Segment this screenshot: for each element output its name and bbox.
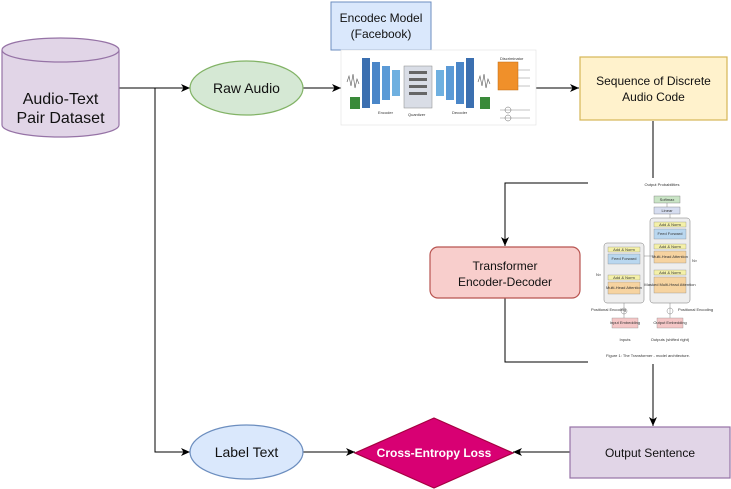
discrete-code-box (579, 56, 728, 121)
transformer-node[interactable]: Transformer Encoder-Decoder (429, 246, 581, 299)
quantizer-bar-3 (409, 85, 427, 88)
dataset-node[interactable]: Audio-Text Pair Dataset (1, 37, 120, 138)
encodec-output-block (480, 97, 490, 109)
discrete-code-line2: Audio Code (622, 90, 685, 104)
encoder-block-3 (382, 66, 390, 100)
discriminator-block (497, 61, 519, 91)
transformer-label-line2: Encoder-Decoder (458, 275, 552, 289)
tf-enc-addnorm-2-label: Add & Norm (613, 275, 635, 280)
tf-enc-addnorm-1 (607, 246, 641, 253)
dataset-label-line1: Audio-Text (23, 91, 99, 108)
decoder-block-2 (446, 66, 454, 100)
connectors (119, 84, 657, 456)
encoder-block-4 (392, 70, 400, 96)
raw-audio-node[interactable]: Raw Audio (189, 60, 304, 116)
edge-code-to-transformer (501, 121, 654, 246)
transformer-figure: Output Probabilities Softmax Linear Add … (588, 178, 713, 364)
tf-enc-mha (607, 281, 641, 295)
tf-dec-mha (653, 250, 687, 264)
encodec-title-line2: (Facebook) (351, 27, 412, 41)
tf-dec-ff (653, 228, 687, 240)
tf-output-probabilities: Output Probabilities (645, 182, 680, 187)
tf-dec-positional-encoding: Positional Encoding (678, 307, 713, 312)
tf-input-embedding-label: Input Embedding (610, 320, 640, 325)
tf-dec-addnorm-3-label: Add & Norm (659, 270, 681, 275)
tf-dec-addnorm-1 (653, 221, 687, 228)
encodec-loss-node-1 (504, 106, 512, 114)
label-text-shape (189, 424, 304, 480)
quantizer-bar-1 (409, 71, 427, 74)
dataset-cylinder-body (1, 50, 120, 138)
loss-node[interactable]: Cross-Entropy Loss (353, 417, 515, 489)
tf-enc-positional-encoding: Positional Encoding (591, 307, 626, 312)
encodec-title-line1: Encodec Model (340, 11, 423, 25)
dataset-cylinder-top (1, 37, 120, 63)
tf-internal-wiring (623, 203, 671, 318)
tf-decoder-nx: N× (692, 258, 698, 263)
tf-enc-mha-label: Multi-Head Attention (606, 285, 642, 290)
tf-figure-caption: Figure 1: The Transformer - model archit… (606, 353, 690, 358)
encoder-block-2 (372, 62, 380, 104)
tf-output-embedding-label: Output Embedding (653, 320, 686, 325)
encodec-input-block (350, 97, 360, 109)
decoder-block-4 (466, 58, 474, 108)
tf-enc-ff-label: Feed Forward (612, 256, 637, 261)
tf-linear-label: Linear (661, 208, 673, 213)
encodec-figure: Encoder Quantizer Decoder Discriminator (340, 49, 537, 126)
tf-dec-addnorm-2 (653, 243, 687, 250)
tf-dec-ff-label: Feed Forward (658, 231, 683, 236)
tf-inputs-label: Inputs (620, 337, 631, 342)
label-text-label: Label Text (215, 444, 279, 460)
tf-dec-addnorm-1-label: Add & Norm (659, 222, 681, 227)
encodec-loss-node-2 (504, 114, 512, 122)
quantizer-bar-2 (409, 78, 427, 81)
tf-dec-masked-mha-label: Masked Multi-Head Attention (644, 282, 695, 287)
tf-outputs-label: Outputs (shifted right) (651, 337, 690, 342)
tf-dec-mha-label: Multi-Head Attention (652, 254, 688, 259)
loss-label: Cross-Entropy Loss (377, 446, 492, 460)
raw-audio-label: Raw Audio (213, 80, 280, 96)
transformer-label-line1: Transformer (473, 259, 538, 273)
tf-enc-addnorm-2 (607, 274, 641, 281)
edge-dataset-to-label-text (154, 88, 190, 456)
tf-encoder-nx: N× (596, 272, 602, 277)
tf-enc-ff (607, 253, 641, 265)
output-sentence-label: Output Sentence (605, 446, 695, 460)
tf-softmax-label: Softmax (660, 197, 675, 202)
decoder-block-3 (456, 62, 464, 104)
label-text-node[interactable]: Label Text (189, 424, 304, 480)
output-sentence-box (569, 426, 731, 479)
raw-audio-shape (189, 60, 304, 116)
tf-dec-addnorm-3 (653, 269, 687, 276)
discrete-code-line1: Sequence of Discrete (596, 74, 711, 88)
encodec-title-node[interactable]: Encodec Model (Facebook) (330, 1, 432, 51)
output-sentence-node[interactable]: Output Sentence (569, 426, 731, 479)
discrete-code-node[interactable]: Sequence of Discrete Audio Code (579, 56, 728, 121)
edge-transformer-to-output (504, 298, 657, 426)
encoder-block-1 (362, 58, 370, 108)
loss-diamond (353, 417, 515, 489)
tf-dec-addnorm-2-label: Add & Norm (659, 244, 681, 249)
tf-dec-masked-mha (653, 276, 687, 294)
quantizer-bar-4 (409, 92, 427, 95)
encodec-loss-lines (500, 69, 530, 119)
transformer-box (429, 246, 581, 299)
tf-input-embedding (611, 317, 639, 329)
quantizer-caption: Quantizer (408, 112, 426, 117)
tf-enc-addnorm-1-label: Add & Norm (613, 247, 635, 252)
encodec-output-waveform (477, 73, 491, 89)
decoder-block-1 (436, 70, 444, 96)
decoder-caption: Decoder (452, 110, 468, 115)
encoder-caption: Encoder (378, 110, 394, 115)
discriminator-caption: Discriminator (500, 56, 524, 61)
encodec-title-box (330, 1, 432, 51)
dataset-label-line2: Pair Dataset (16, 110, 105, 127)
encodec-input-waveform (346, 73, 360, 89)
